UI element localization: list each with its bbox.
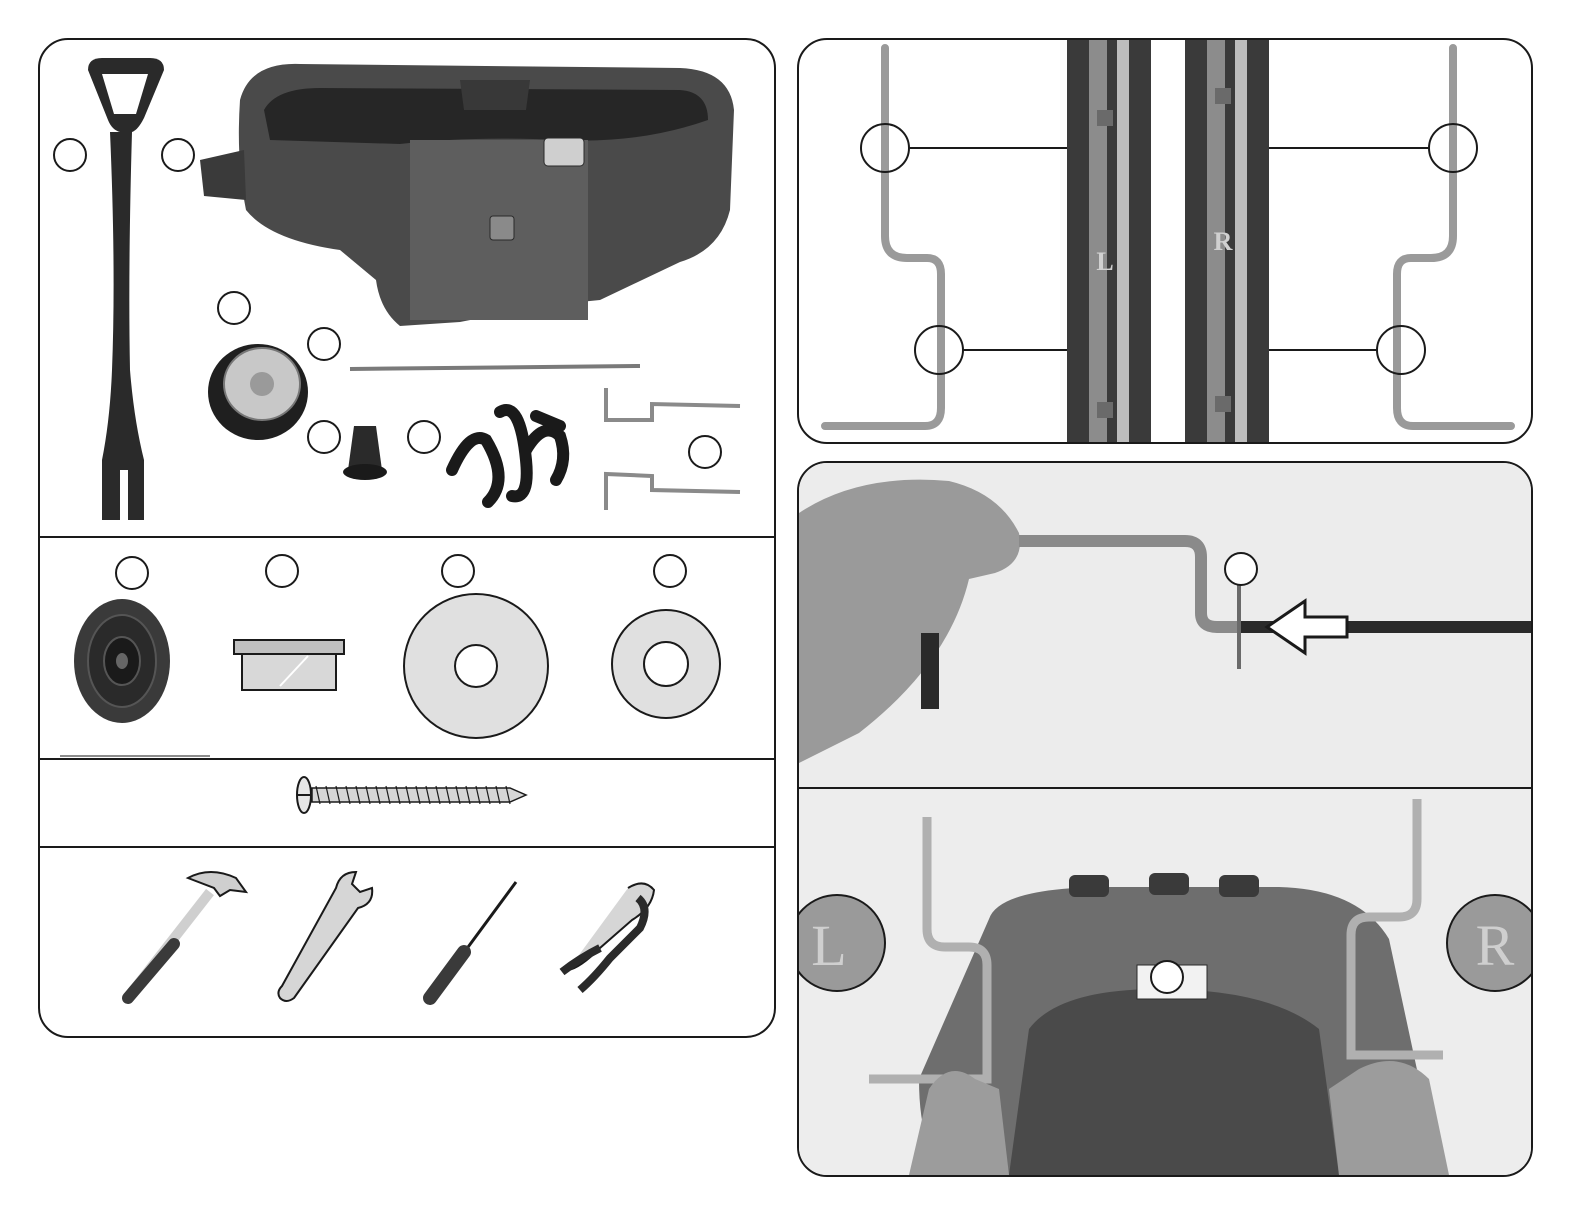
right-seat-mark: R [1476,913,1515,978]
part-callout-1 [54,139,86,171]
pliers-icon [562,883,654,990]
part-callout-10 [442,555,474,587]
part-callout-5 [308,421,340,453]
axle-markings-panel: L R [797,38,1533,444]
axle-insert-photo: L R [799,789,1531,1175]
parts-list-panel [38,38,776,1038]
hammer-icon [128,872,246,998]
large-washer [404,594,548,738]
wrench-icon [278,872,372,1001]
part-callout-9 [266,555,298,587]
part-callout-7 [689,436,721,468]
left-rod-closeup [1067,40,1151,442]
bushing [343,426,387,480]
rear-axle-rod [350,366,640,369]
left-axle-mark: L [1096,247,1113,276]
screw [297,777,526,813]
part-callout-6 [408,421,440,453]
part-callout-4 [308,328,340,360]
seat-belt-strap [452,410,563,502]
hardware-section [40,538,774,758]
small-washer [612,610,720,718]
right-axle-mark: R [1214,227,1233,256]
spacer [234,640,344,690]
part-callout-8 [116,557,148,589]
hub-cap [74,599,170,723]
part-callout [1225,553,1257,585]
part-callout-2 [162,139,194,171]
main-parts-section [40,40,774,536]
part-callout-3 [218,292,250,324]
wheel [208,344,308,440]
wagon-body [200,64,734,326]
tools-section [40,848,774,1038]
screwdriver-icon [430,882,516,998]
assembly-photos-panel: L R [797,461,1533,1177]
left-seat-mark: L [811,913,846,978]
screw-section [40,760,774,846]
part-callout [1151,961,1183,993]
pull-handle [88,58,164,520]
washer-install-photo [799,463,1531,787]
part-callout-11 [654,555,686,587]
